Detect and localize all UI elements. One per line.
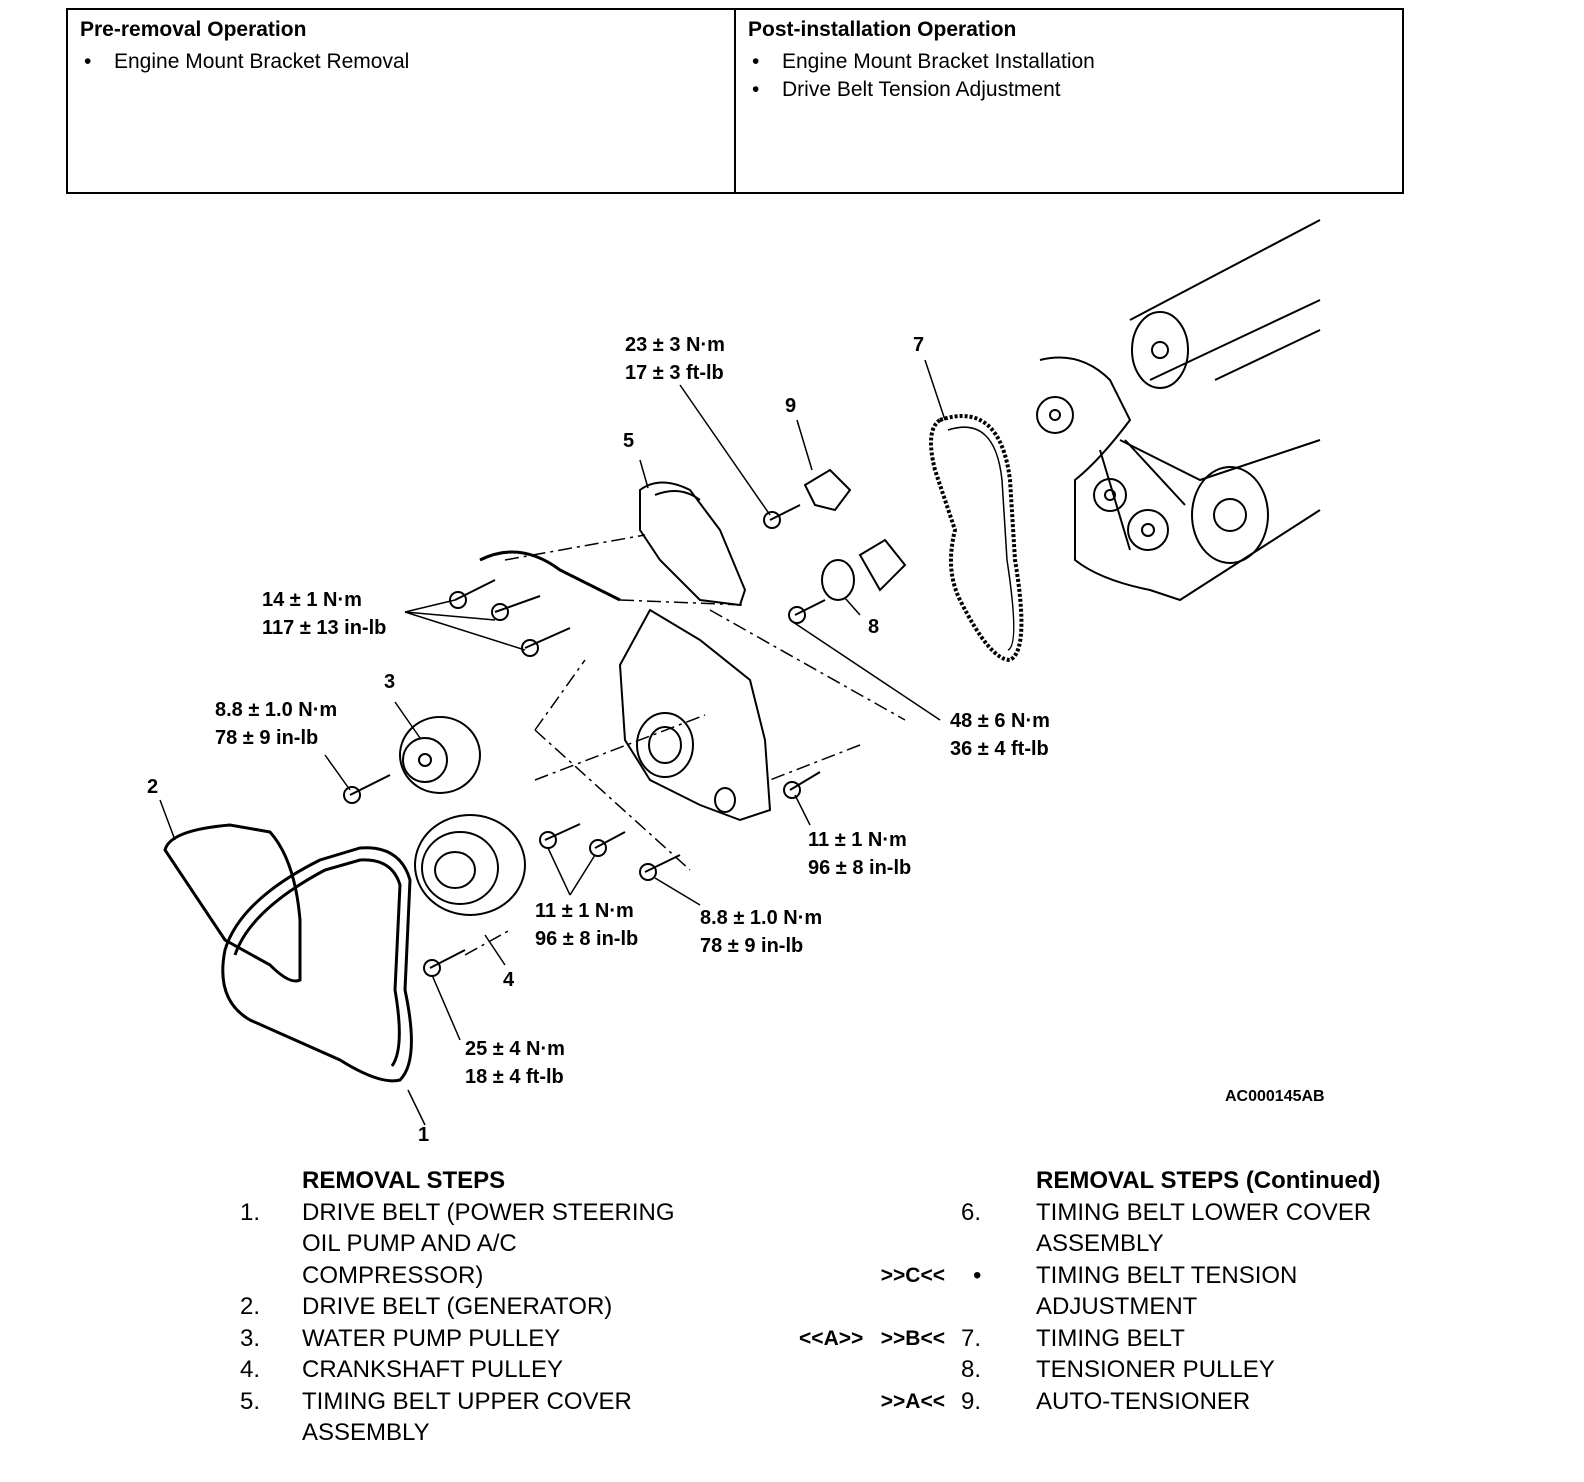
torque-label: 96 ± 8 in-lb xyxy=(808,857,911,879)
bullet-icon: • xyxy=(752,50,760,73)
pre-removal-title: Pre-removal Operation xyxy=(80,18,307,41)
torque-label: 14 ± 1 N·m xyxy=(262,589,362,611)
step-text: TIMING BELT TENSION xyxy=(1036,1261,1298,1289)
step-row: 5. TIMING BELT UPPER COVER xyxy=(240,1386,742,1418)
step-text: TIMING BELT UPPER COVER xyxy=(302,1387,632,1415)
tensioner-pulley-drawing xyxy=(821,559,855,601)
pre-removal-cell: Pre-removal Operation • Engine Mount Bra… xyxy=(68,10,734,192)
step-number: 2. xyxy=(240,1293,261,1320)
post-installation-title: Post-installation Operation xyxy=(748,18,1017,41)
post-installation-cell: Post-installation Operation • Engine Mou… xyxy=(734,10,1402,192)
torque-label: 48 ± 6 N·m xyxy=(950,710,1050,732)
step-text: TIMING BELT xyxy=(1036,1324,1185,1352)
step-number: 9. xyxy=(961,1387,982,1415)
lower-cover-drawing xyxy=(618,608,772,822)
step-text: ADJUSTMENT xyxy=(1036,1293,1198,1320)
step-text: DRIVE BELT (GENERATOR) xyxy=(302,1293,613,1320)
bolt-drawings xyxy=(343,504,826,977)
engine-block-drawing xyxy=(1036,219,1321,602)
removal-steps-title: REMOVAL STEPS xyxy=(302,1167,506,1194)
step-number: 7. xyxy=(961,1324,982,1352)
torque-label: 78 ± 9 in-lb xyxy=(215,727,318,749)
removal-steps-continued: REMOVAL STEPS (Continued) 6. TIMING BELT … xyxy=(735,1165,1476,1417)
post-installation-item: • Engine Mount Bracket Installation xyxy=(748,48,1390,76)
step-row: 2. DRIVE BELT (GENERATOR) xyxy=(240,1291,742,1323)
callout-5: 5 xyxy=(623,430,634,452)
callout-7: 7 xyxy=(913,334,924,356)
figure-code: AC000145AB xyxy=(1225,1088,1325,1105)
step-text: TENSIONER PULLEY xyxy=(1036,1356,1275,1383)
step-row: >>C<< • TIMING BELT TENSION xyxy=(735,1260,1476,1292)
step-text: WATER PUMP PULLEY xyxy=(302,1324,561,1352)
post-installation-item-text: Engine Mount Bracket Installation xyxy=(782,50,1095,73)
bullet-icon: • xyxy=(84,50,92,73)
removal-steps-continued-title: REMOVAL STEPS (Continued) xyxy=(1036,1167,1381,1194)
step-number: 6. xyxy=(961,1198,982,1226)
step-number: 8. xyxy=(961,1356,982,1383)
procedure-mark: <<A>> >>B<< xyxy=(799,1326,945,1350)
torque-label: 8.8 ± 1.0 N·m xyxy=(215,699,337,721)
crankshaft-pulley-drawing xyxy=(414,814,526,916)
step-number: 5. xyxy=(240,1387,261,1415)
timing-belt-drawing xyxy=(929,414,1024,663)
callout-8: 8 xyxy=(868,616,879,638)
step-bullet: • xyxy=(973,1261,982,1289)
removal-steps: REMOVAL STEPS 1. DRIVE BELT (POWER STEERI… xyxy=(240,1165,742,1449)
torque-label: 18 ± 4 ft-lb xyxy=(465,1066,564,1088)
step-text: AUTO-TENSIONER xyxy=(1036,1387,1251,1415)
drive-belt-drawings xyxy=(163,823,413,1083)
torque-label: 8.8 ± 1.0 N·m xyxy=(700,907,822,929)
torque-label: 36 ± 4 ft-lb xyxy=(950,738,1049,760)
torque-label: 117 ± 13 in-lb xyxy=(262,617,386,639)
step-number: 1. xyxy=(240,1198,261,1226)
pre-removal-item-text: Engine Mount Bracket Removal xyxy=(114,50,410,73)
step-row: 8. TENSIONER PULLEY xyxy=(735,1354,1476,1386)
step-text: TIMING BELT LOWER COVER xyxy=(1036,1198,1372,1226)
step-text: DRIVE BELT (POWER STEERING xyxy=(302,1198,675,1226)
step-text: CRANKSHAFT PULLEY xyxy=(302,1356,563,1383)
operations-table: Pre-removal Operation • Engine Mount Bra… xyxy=(66,8,1404,194)
step-row: 3. WATER PUMP PULLEY xyxy=(240,1323,742,1355)
step-row: <<A>> >>B<< 7. TIMING BELT xyxy=(735,1323,1476,1355)
torque-label: 17 ± 3 ft-lb xyxy=(625,362,724,384)
water-pump-pulley-drawing xyxy=(399,716,481,794)
post-installation-item-text: Drive Belt Tension Adjustment xyxy=(782,78,1061,101)
callout-3: 3 xyxy=(384,671,395,693)
torque-label: 23 ± 3 N·m xyxy=(625,334,725,356)
callout-4: 4 xyxy=(503,969,515,991)
step-row: 6. TIMING BELT LOWER COVER xyxy=(735,1197,1476,1229)
callout-2: 2 xyxy=(147,776,158,798)
torque-label: 11 ± 1 N·m xyxy=(808,829,907,851)
torque-label: 96 ± 8 in-lb xyxy=(535,928,638,950)
pre-removal-item: • Engine Mount Bracket Removal xyxy=(80,48,722,76)
step-text: ASSEMBLY xyxy=(1036,1230,1164,1257)
exploded-parts-diagram: 1 2 3 4 5 7 8 9 23 ± 3 N·m 17 ± 3 ft-lb … xyxy=(147,219,1325,1146)
bullet-icon: • xyxy=(752,78,760,101)
callout-1: 1 xyxy=(418,1124,429,1146)
step-row: 1. DRIVE BELT (POWER STEERING xyxy=(240,1197,742,1229)
step-number: 3. xyxy=(240,1324,261,1352)
step-number: 4. xyxy=(240,1356,261,1383)
step-text: OIL PUMP AND A/C xyxy=(302,1230,517,1257)
auto-tensioner-drawing xyxy=(803,468,852,512)
procedure-mark: >>A<< xyxy=(880,1389,945,1413)
procedure-mark: >>C<< xyxy=(880,1263,945,1287)
torque-label: 78 ± 9 in-lb xyxy=(700,935,803,957)
torque-label: 25 ± 4 N·m xyxy=(465,1038,565,1060)
step-row: >>A<< 9. AUTO-TENSIONER xyxy=(735,1386,1476,1418)
upper-cover-drawing xyxy=(639,481,747,607)
step-text: ASSEMBLY xyxy=(302,1419,430,1446)
post-installation-item: • Drive Belt Tension Adjustment xyxy=(748,76,1390,104)
torque-label: 11 ± 1 N·m xyxy=(535,900,634,922)
step-text: COMPRESSOR) xyxy=(302,1261,484,1289)
callout-9: 9 xyxy=(785,395,796,417)
step-row: 4. CRANKSHAFT PULLEY xyxy=(240,1354,742,1386)
